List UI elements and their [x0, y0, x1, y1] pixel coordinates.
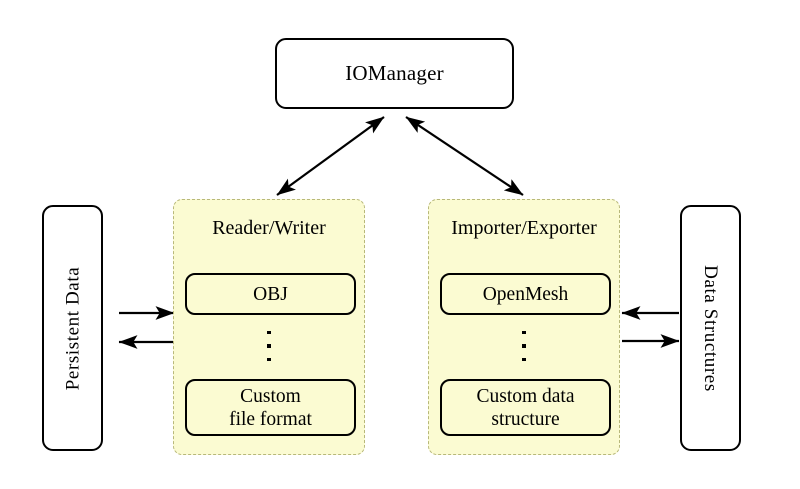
- custom-data-structure-node[interactable]: Custom data structure: [440, 379, 611, 436]
- iomanager-node[interactable]: IOManager: [275, 38, 514, 109]
- vertical-ellipsis-icon: [267, 331, 271, 361]
- persistent-data-node[interactable]: Persistent Data: [42, 205, 103, 451]
- persistent-data-label: Persistent Data: [62, 266, 84, 390]
- vertical-ellipsis-icon: [522, 331, 526, 361]
- reader-writer-group-title: Reader/Writer: [212, 217, 326, 239]
- importer-exporter-group-title: Importer/Exporter: [451, 217, 597, 239]
- edge-iomanager-readerwriter: [276, 116, 385, 196]
- custom-file-format-label-line1: Custom: [240, 385, 301, 407]
- custom-data-structure-label-line1: Custom data: [476, 385, 575, 407]
- obj-label: OBJ: [253, 283, 288, 305]
- reader-writer-group: Reader/Writer OBJ Custom file format: [173, 199, 365, 455]
- custom-data-structure-label-line2: structure: [491, 408, 560, 430]
- openmesh-label: OpenMesh: [482, 283, 569, 305]
- custom-file-format-label-line2: file format: [229, 408, 312, 430]
- data-structures-node[interactable]: Data Structures: [680, 205, 741, 451]
- openmesh-node[interactable]: OpenMesh: [440, 273, 611, 315]
- data-structures-label: Data Structures: [700, 264, 721, 392]
- custom-file-format-node[interactable]: Custom file format: [185, 379, 356, 436]
- edge-iomanager-importerexporter: [405, 116, 524, 196]
- importer-exporter-group: Importer/Exporter OpenMesh Custom data s…: [428, 199, 620, 455]
- obj-node[interactable]: OBJ: [185, 273, 356, 315]
- iomanager-label: IOManager: [345, 61, 444, 85]
